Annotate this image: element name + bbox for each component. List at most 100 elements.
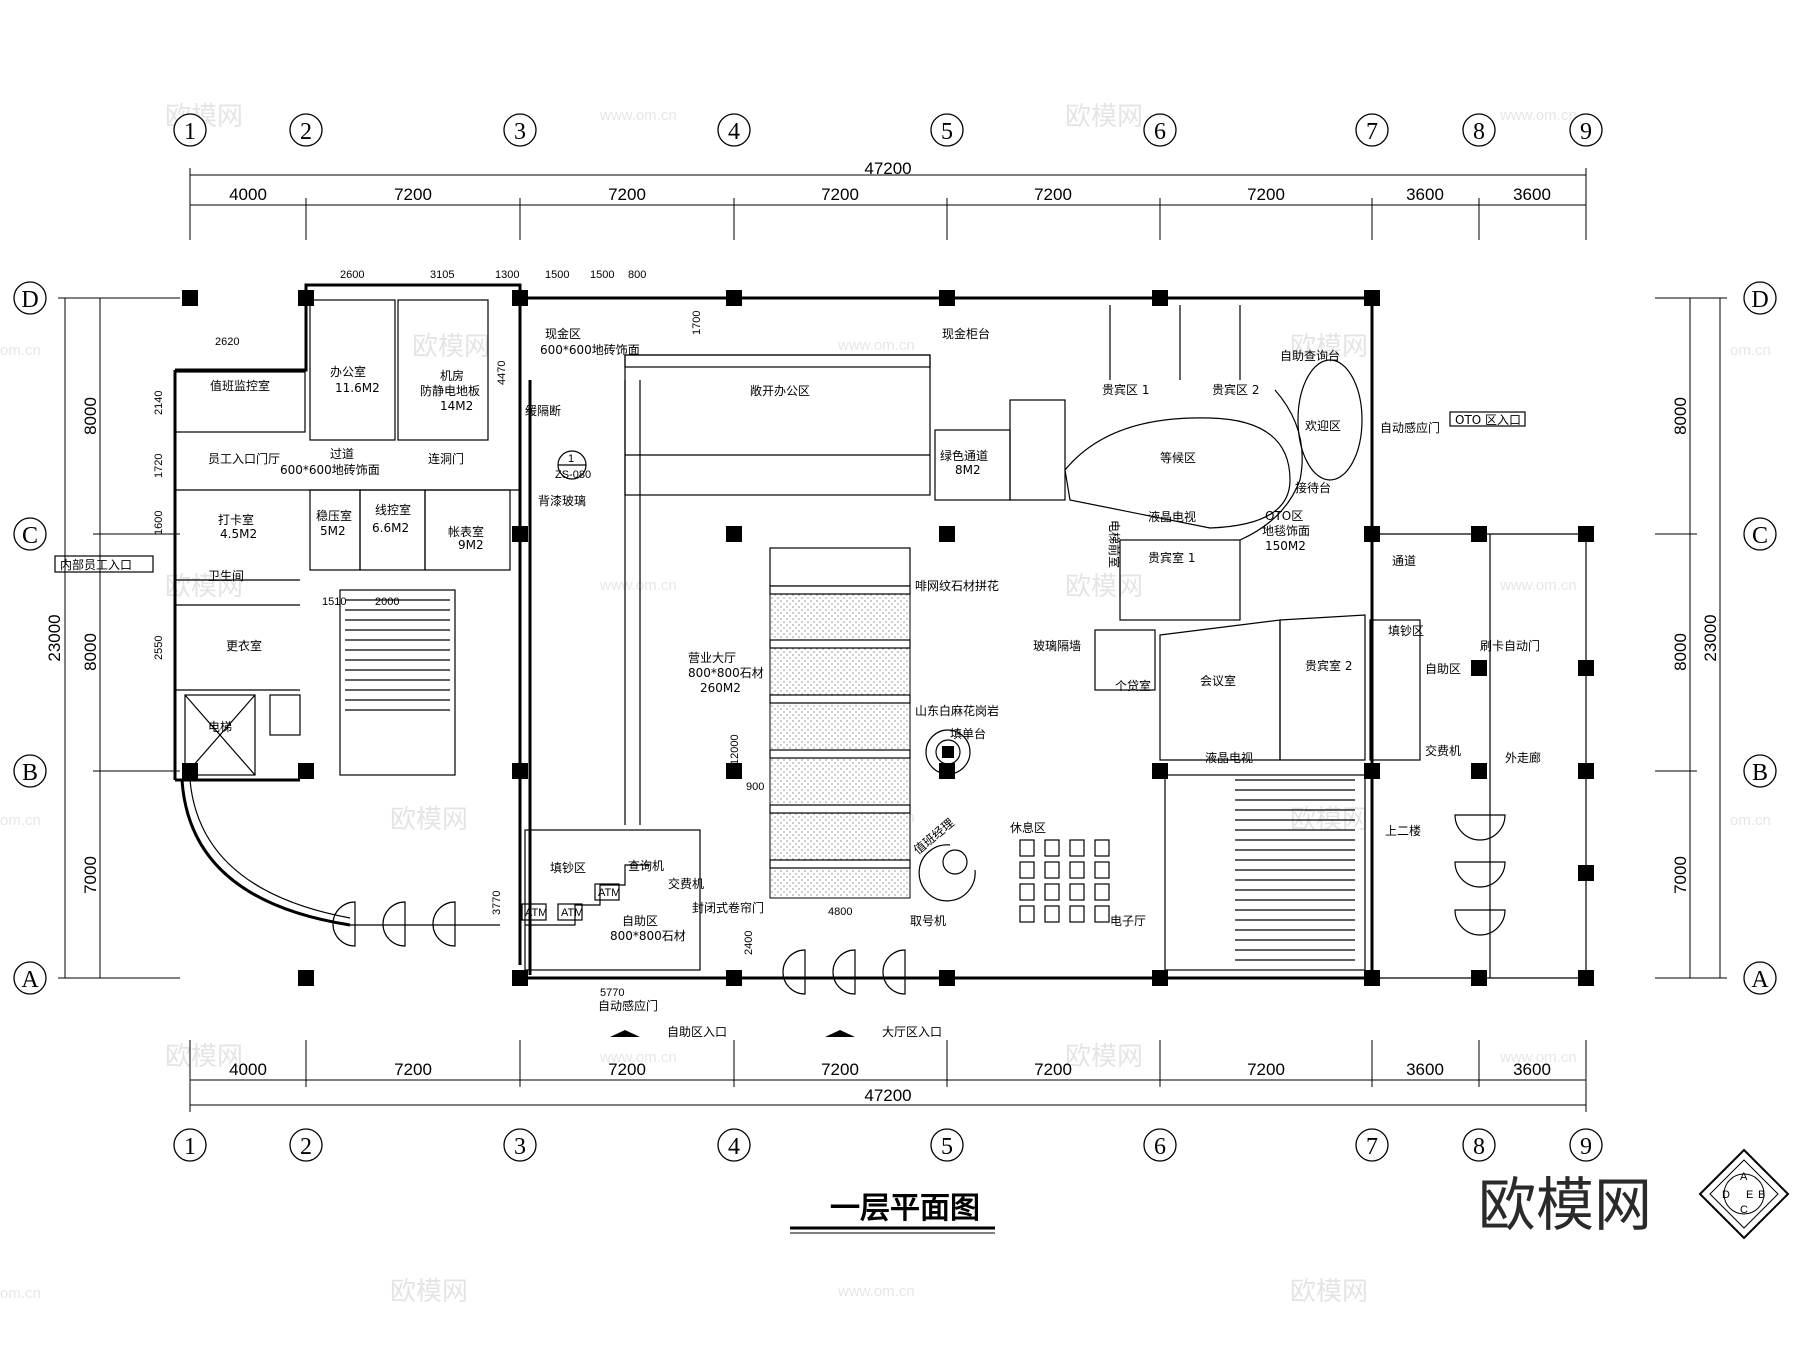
room-rolling-door: 封闭式卷帘门 — [692, 900, 764, 915]
dim-bay: 7200 — [821, 1060, 859, 1079]
room-hall-floor: 800*800石材 — [688, 666, 764, 680]
dim-label: 3105 — [430, 269, 454, 281]
watermark: 欧模网 — [165, 572, 243, 602]
axis-bubbles-bottom: 1 2 3 4 5 6 7 8 9 — [173, 1128, 1603, 1162]
watermark-url: om.cn — [0, 812, 41, 829]
dim-label: 2600 — [340, 269, 364, 281]
watermark: 欧模网 — [1290, 332, 1368, 362]
dim-bay: 7200 — [1034, 1060, 1072, 1079]
room-labels: 2620 2600 3105 1300 1500 1500 800 值班监控室 … — [54, 269, 1541, 1039]
room-outer-corridor: 外走廊 — [1505, 750, 1541, 765]
room-hall-entry: 大厅区入口 — [882, 1025, 942, 1039]
svg-text:3: 3 — [514, 1134, 526, 1160]
room-connecting-door: 连洞门 — [428, 451, 464, 466]
svg-text:7: 7 — [1366, 119, 1378, 145]
room-cash-counter: 现金柜台 — [942, 326, 990, 341]
room-business-hall: 营业大厅 — [688, 651, 736, 665]
room-meeting: 会议室 — [1200, 673, 1236, 688]
svg-text:1: 1 — [184, 119, 196, 145]
dim-bay: 7200 — [1247, 1060, 1285, 1079]
dim-bay: 7200 — [394, 185, 432, 204]
room-glass-partition: 玻璃隔墙 — [1033, 639, 1081, 653]
dim-bay: 3600 — [1406, 185, 1444, 204]
room-machine: 机房 — [440, 368, 464, 383]
dimensions-right: 8000 8000 7000 23000 — [1655, 297, 1727, 979]
axis-bubble: 5 — [930, 113, 964, 147]
stone-pattern — [769, 547, 911, 899]
axis-bubble: B — [13, 754, 47, 788]
room-pressure: 稳压室 — [316, 508, 352, 523]
room-accounts-area: 9M2 — [458, 538, 484, 552]
axis-bubble: 6 — [1143, 113, 1177, 147]
room-vip2-top: 贵宾区 2 — [1212, 382, 1259, 397]
dim-label: 2550 — [153, 636, 165, 660]
room-oto-floor: 地毯饰面 — [1262, 524, 1310, 538]
axis-bubble: 6 — [1143, 1128, 1177, 1162]
room-corridor: 过道 — [330, 447, 354, 461]
axis-bubble: 3 — [503, 1128, 537, 1162]
room-machine-floor: 防静电地板 — [420, 383, 480, 398]
dim-label: 1600 — [153, 511, 165, 535]
room-cash-area: 现金区 — [545, 326, 581, 341]
room-pressure-area: 5M2 — [320, 524, 346, 538]
watermark-url: www.om.cn — [599, 107, 677, 124]
room-open-office: 敞开办公区 — [750, 383, 810, 398]
dim-bay: 4000 — [229, 1060, 267, 1079]
svg-text:B: B — [22, 760, 38, 786]
watermark: 欧模网 — [390, 1277, 468, 1307]
dimensions-top: 47200 4000 7200 7200 7200 7200 7200 3600… — [189, 159, 1587, 240]
svg-text:A: A — [1751, 967, 1769, 993]
svg-text:1: 1 — [184, 1134, 196, 1160]
axis-bubble: D — [1743, 281, 1777, 315]
dim-overall: 47200 — [864, 1086, 911, 1105]
svg-text:4: 4 — [728, 119, 740, 145]
room-hall-area: 260M2 — [700, 681, 741, 695]
axis-bubble: A — [1743, 961, 1777, 995]
axis-bubble: 5 — [930, 1128, 964, 1162]
room-granite: 山东白麻花岗岩 — [915, 703, 999, 718]
svg-text:A: A — [21, 967, 39, 993]
svg-text:6: 6 — [1154, 1134, 1166, 1160]
svg-text:B: B — [1758, 1189, 1765, 1201]
dim-overall-v: 23000 — [1701, 614, 1720, 661]
watermark-url: www.om.cn — [1499, 1049, 1577, 1066]
svg-text:D: D — [1751, 287, 1768, 313]
dim-label: 1300 — [495, 269, 519, 281]
dim-bay: 3600 — [1406, 1060, 1444, 1079]
atm-label: ATM — [598, 887, 620, 899]
axis-bubbles-right: D C B A — [1743, 281, 1777, 995]
room-switch-r: 交费机 — [1425, 743, 1461, 758]
room-self-entry: 自助区入口 — [667, 1025, 727, 1039]
watermark-url: www.om.cn — [599, 577, 677, 594]
watermark-url: www.om.cn — [1499, 107, 1577, 124]
compass-icon: A B C D E — [1698, 1148, 1790, 1240]
axis-bubble: 2 — [289, 113, 323, 147]
room-stone-pattern: 啡网纹石材拼花 — [915, 578, 999, 593]
axis-bubble: 1 — [173, 113, 207, 147]
room-machine-area: 14M2 — [440, 399, 473, 413]
dim-label: 2620 — [215, 336, 239, 348]
dim-label: 2140 — [153, 391, 165, 415]
drawing-title-text: 一层平面图 — [830, 1191, 980, 1226]
room-wiring: 线控室 — [375, 502, 411, 517]
room-oto: OTO区 — [1265, 509, 1303, 523]
room-auto-door-right: 自动感应门 — [1380, 420, 1440, 435]
room-fill-area: 填钞区 — [550, 860, 586, 875]
axis-bubble: A — [13, 961, 47, 995]
room-oto-size: 150M2 — [1265, 539, 1306, 553]
room-elevator: 电梯 — [208, 720, 232, 734]
dim-label: 1500 — [590, 269, 614, 281]
room-self-service: 自助区 — [622, 914, 658, 928]
room-auto-door-bottom: 自动感应门 — [598, 998, 658, 1013]
walls — [173, 283, 1587, 980]
room-vip1-top: 贵宾区 1 — [1102, 382, 1149, 397]
svg-text:8: 8 — [1473, 1134, 1485, 1160]
dim-label: 800 — [628, 269, 646, 281]
dim-label: 1510 — [322, 596, 346, 608]
room-vip-room1: 贵宾室 1 — [1148, 550, 1195, 565]
room-frosted-glass: 背漆玻璃 — [538, 494, 586, 508]
dim-bay: 4000 — [229, 185, 267, 204]
room-fill-area-v: 填钞区 — [1388, 623, 1424, 638]
svg-text:B: B — [1752, 760, 1768, 786]
svg-text:D: D — [1722, 1189, 1730, 1201]
